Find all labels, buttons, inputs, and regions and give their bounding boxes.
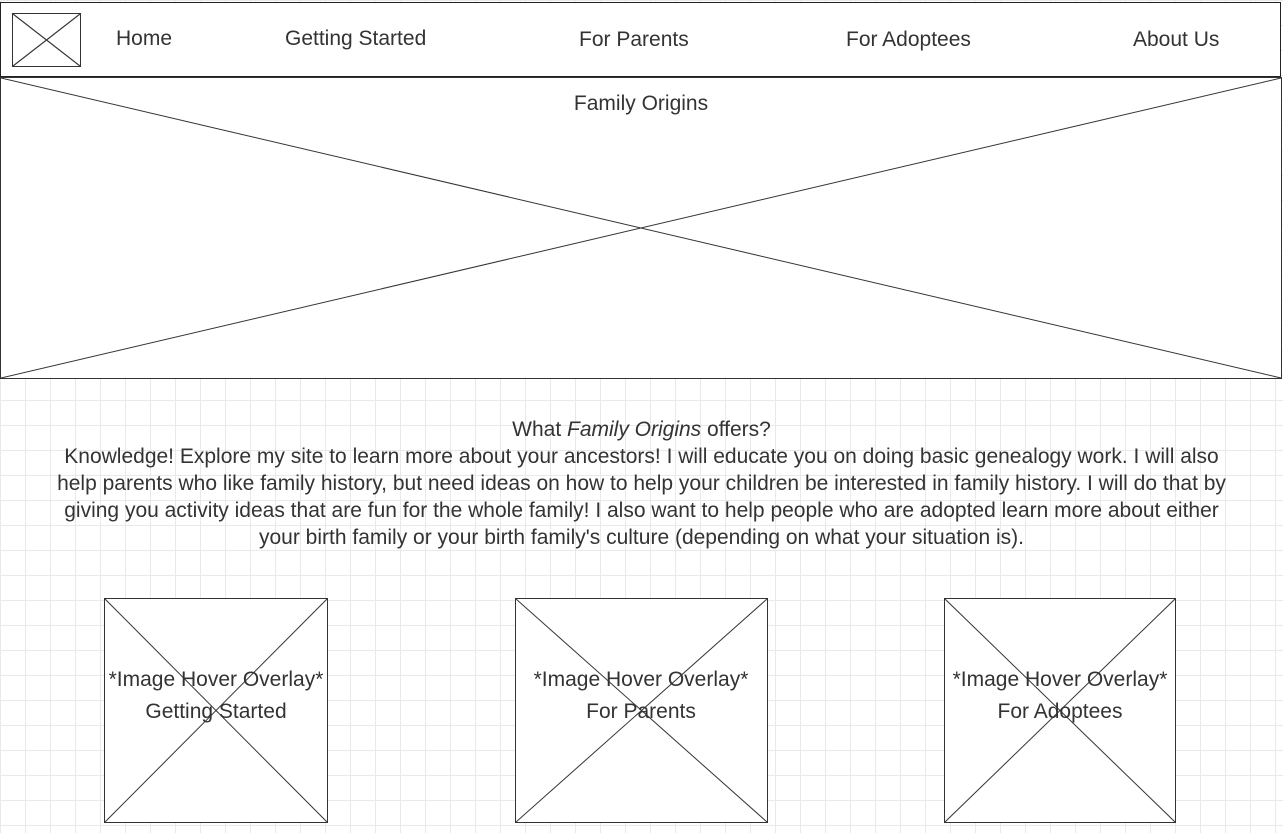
nav-for-adoptees-link[interactable]: For Adoptees <box>846 28 971 51</box>
image-placeholder-icon <box>13 14 80 66</box>
intro-body-text: Knowledge! Explore my site to learn more… <box>57 445 1226 549</box>
nav-getting-started-link[interactable]: Getting Started <box>285 27 427 50</box>
hero-banner-placeholder: Family Origins <box>0 77 1282 379</box>
intro-section: What Family Origins offers? Knowledge! E… <box>50 416 1233 551</box>
card-for-parents-image[interactable] <box>515 598 768 823</box>
intro-question-site-name: Family Origins <box>567 418 702 441</box>
image-placeholder-icon <box>945 599 1175 822</box>
top-nav-bar: Home Getting Started For Parents For Ado… <box>0 2 1281 77</box>
image-placeholder-icon <box>516 599 767 822</box>
nav-home-link[interactable]: Home <box>116 27 173 50</box>
intro-question-suffix: offers? <box>701 418 771 441</box>
nav-for-parents-link[interactable]: For Parents <box>579 28 689 51</box>
intro-question-prefix: What <box>512 418 567 441</box>
logo-image-placeholder[interactable] <box>12 13 81 67</box>
hero-title: Family Origins <box>573 92 709 115</box>
intro-question: What Family Origins offers? <box>50 416 1233 443</box>
image-placeholder-icon <box>1 78 1281 378</box>
card-for-adoptees-image[interactable] <box>944 598 1176 823</box>
card-getting-started-image[interactable] <box>104 598 328 823</box>
nav-about-us-link[interactable]: About Us <box>1133 28 1220 51</box>
image-placeholder-icon <box>105 599 327 822</box>
